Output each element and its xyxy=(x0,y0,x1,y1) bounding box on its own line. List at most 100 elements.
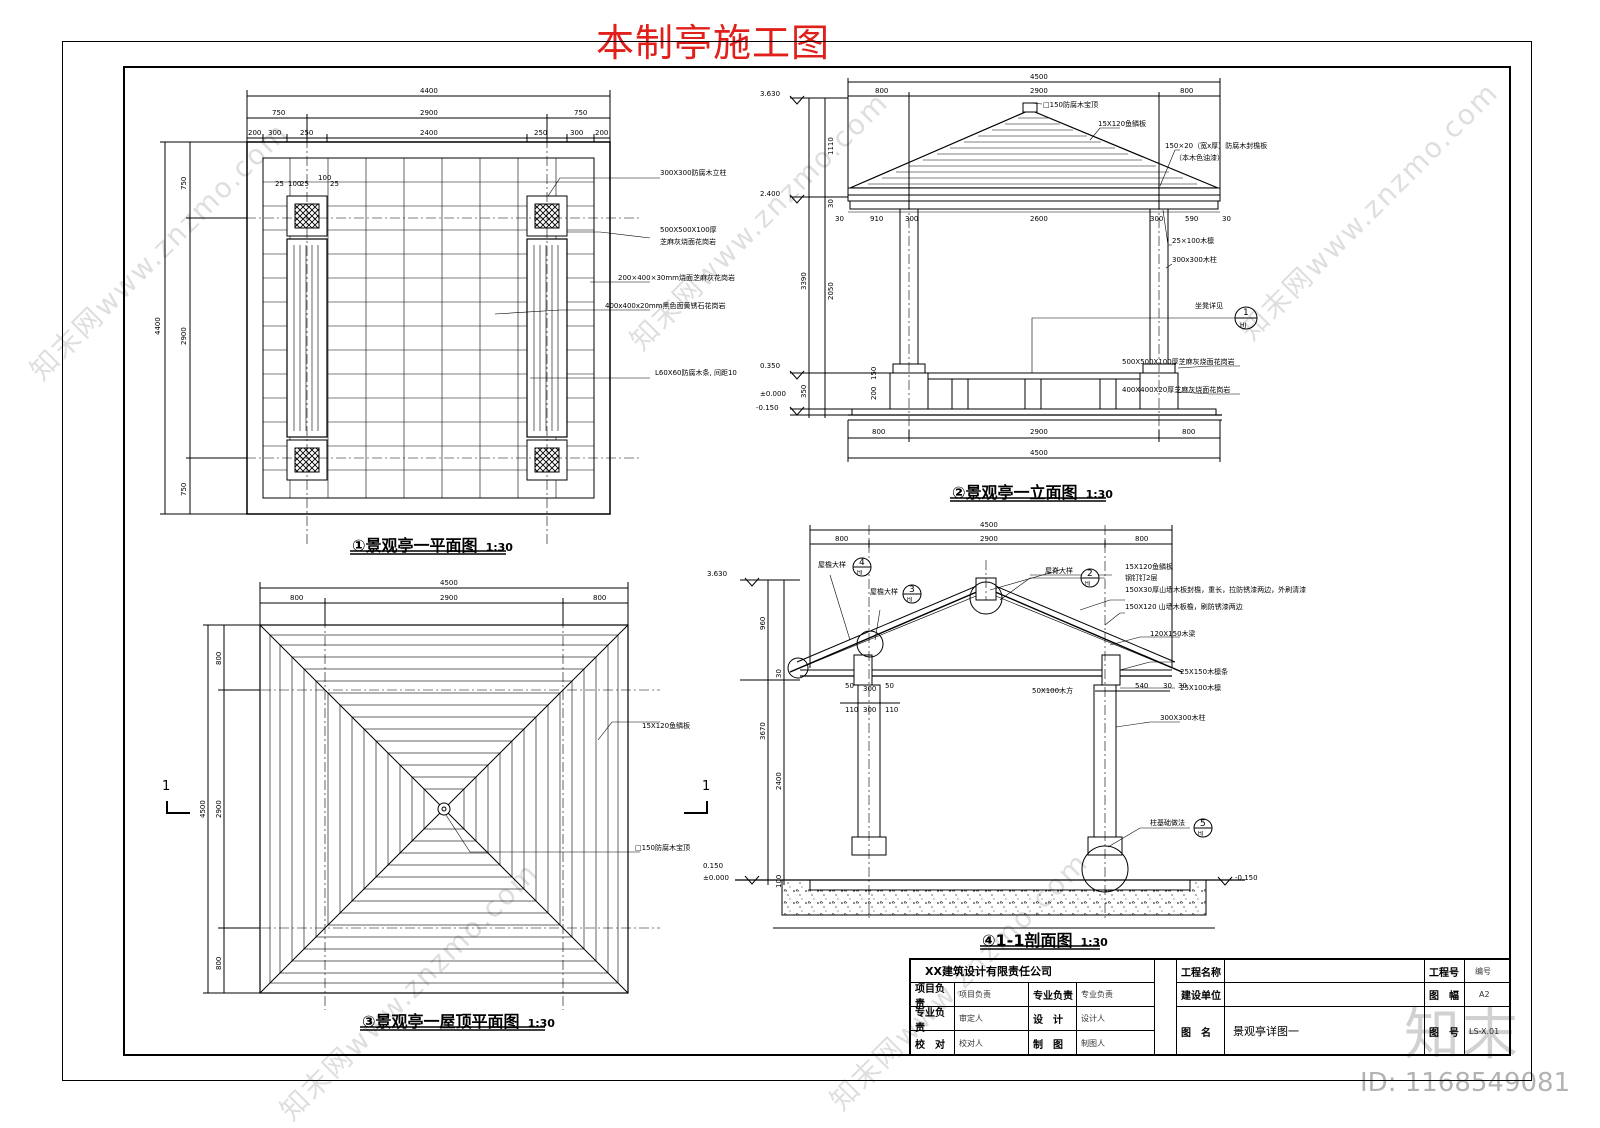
roof-plan-caption-scale: 1:30 xyxy=(527,1017,555,1030)
plan-dim-text: 4400 750 2900 750 200 300 250 2400 250 3… xyxy=(154,87,608,496)
title-block-project-label: 工程名称 xyxy=(1177,960,1225,983)
drawing-border-outer xyxy=(62,41,1532,1081)
elev-detail-sheet: HJ xyxy=(1240,322,1247,329)
tb-role2-3: 制 图 xyxy=(1029,1031,1077,1056)
plan-note-base: 500X500X100厚 xyxy=(660,226,717,234)
roof-dim-800b: 800 xyxy=(593,594,606,602)
plan-note-slats: L60X60防腐木条, 间距10 xyxy=(655,368,737,377)
tb-person2-1: 专业负责 xyxy=(1077,983,1155,1007)
watermark-logo: 知末 xyxy=(1404,1003,1520,1068)
sec-dim-800a: 800 xyxy=(835,535,848,543)
plan-dim-left-750: 750 xyxy=(180,177,188,190)
roof-section-mark-left: 1 xyxy=(162,779,170,794)
plan-note-granite: 400x400x20mm黑色面黄锈石花岗岩 xyxy=(605,301,726,310)
roof-plan-dim-text: 4500 800 2900 800 4500 800 2900 800 15X1… xyxy=(162,579,710,970)
roof-dim-left-overall: 4500 xyxy=(199,800,207,818)
plan-dim-750-left: 750 xyxy=(272,109,285,117)
sec-detail-2-sheet: HJ xyxy=(1085,581,1090,587)
tb-person-2: 审定人 xyxy=(955,1007,1029,1031)
roof-dim-left-800b: 800 xyxy=(215,957,223,970)
plan-dim-200: 200 xyxy=(248,129,261,137)
elev-level-eave: 2.400 xyxy=(760,190,780,198)
sec-dim-300: 300 xyxy=(863,685,876,693)
roof-dim-800a: 800 xyxy=(290,594,303,602)
title-block-spacer xyxy=(1155,960,1177,1056)
sec-dim-800b: 800 xyxy=(1135,535,1148,543)
elev-h-1110: 1110 xyxy=(827,137,835,155)
tb-person-3: 校对人 xyxy=(955,1031,1029,1056)
plan-dim-100b: 100 xyxy=(318,174,331,182)
roof-dim-left-800a: 800 xyxy=(215,652,223,665)
elev-level-ground: -0.150 xyxy=(756,404,779,412)
elev-note-fascia-2: （本木色油漆） xyxy=(1175,153,1224,162)
elev-note-paving: 400X400X20厚芝麻灰烧面花岗岩 xyxy=(1122,385,1230,394)
plan-note-paving: 200×400×30mm烧面芝麻灰花岗岩 xyxy=(618,273,735,282)
elev-dim-2900: 2900 xyxy=(1030,87,1048,95)
tb-client-label: 建设单位 xyxy=(1177,983,1225,1007)
elev-dim-300a: 300 xyxy=(905,215,918,223)
elev-note-finial: □150防腐木宝顶 xyxy=(1043,100,1098,109)
plan-dim-left-750b: 750 xyxy=(180,483,188,496)
sec-detail-3-label: 屋檐大样 xyxy=(870,587,898,596)
plan-dim-25b: 25 xyxy=(300,180,309,188)
elev-dim-30b: 30 xyxy=(1222,215,1231,223)
section-caption-text: ④1-1剖面图 xyxy=(982,931,1073,950)
elev-dim-300b: 300 xyxy=(1150,215,1163,223)
elev-dim-30a: 30 xyxy=(835,215,844,223)
elev-h-200: 200 xyxy=(870,387,878,400)
elev-dim-800a: 800 xyxy=(875,87,888,95)
tb-drawing-name: 景观亭详图一 xyxy=(1225,1007,1425,1056)
elev-level-top: 3.630 xyxy=(760,90,780,98)
plan-dim-250: 250 xyxy=(300,129,313,137)
sec-note-column: 300X300木柱 xyxy=(1160,713,1206,722)
sec-dim-540: 540 xyxy=(1135,682,1148,690)
elev-h-350: 350 xyxy=(800,385,808,398)
tb-sheet-label: 图 幅 xyxy=(1425,983,1465,1007)
elev-h-150: 150 xyxy=(870,367,878,380)
section-dim-text: 4500 800 2900 800 3.630 0.150 ±0.000 -0.… xyxy=(703,521,1258,888)
plan-note-base-2: 芝麻灰烧面花岗岩 xyxy=(660,237,716,246)
sec-level-top: 3.630 xyxy=(707,570,727,578)
plan-dim-200-r: 200 xyxy=(595,129,608,137)
sec-dim-300b: 300 xyxy=(863,706,876,714)
roof-plan-view xyxy=(166,582,708,1010)
plan-dim-300-r: 300 xyxy=(570,129,583,137)
plan-dim-100a: 100 xyxy=(288,180,301,188)
plan-notes: 300X300防腐木立柱 500X500X100厚 芝麻灰烧面花岗岩 200×4… xyxy=(605,168,737,377)
elev-dim-2600: 2600 xyxy=(1030,215,1048,223)
sec-note-purlin-2: 25X100木檩 xyxy=(1180,683,1221,692)
elev-note-column: 300x300木柱 xyxy=(1172,255,1217,264)
sec-h-30: 30 xyxy=(775,669,783,678)
plan-caption-text: ①景观亭一平面图 xyxy=(352,536,478,555)
section-caption-scale: 1:30 xyxy=(1080,936,1108,949)
elev-detail-num: 1 xyxy=(1243,308,1249,318)
sec-level-zero: ±0.000 xyxy=(703,874,729,882)
sec-dim-2900: 2900 xyxy=(980,535,998,543)
sec-note-shingle: 15X120鱼鳞板 xyxy=(1125,562,1173,571)
sec-level-0150: 0.150 xyxy=(703,862,723,870)
plan-dim-750-right: 750 xyxy=(574,109,587,117)
sec-dim-50b: 50 xyxy=(885,682,894,690)
elev-detail-label: 坐凳详见 xyxy=(1195,301,1223,310)
tb-role2-1: 专业负责 xyxy=(1029,983,1077,1007)
elev-dim-b-800b: 800 xyxy=(1182,428,1195,436)
sec-detail-5-num: 5 xyxy=(1200,819,1206,829)
sec-dim-overall: 4500 xyxy=(980,521,998,529)
title-block-project-value xyxy=(1225,960,1425,983)
sec-detail-2-num: 2 xyxy=(1087,569,1093,579)
elevation-notes: □150防腐木宝顶 15X120鱼鳞板 150×20（宽x厚）防腐木封檐板 （本… xyxy=(1043,100,1267,394)
title-block-projno-label: 工程号 xyxy=(1425,960,1465,983)
sec-dim-30b: 30 xyxy=(1178,682,1187,690)
tb-role-3: 校 对 xyxy=(911,1031,955,1056)
plan-dim-left-overall: 4400 xyxy=(154,317,162,335)
elev-level-zero: ±0.000 xyxy=(760,390,786,398)
sec-dim-110a: 110 xyxy=(845,706,858,714)
tb-client-value xyxy=(1225,983,1425,1007)
sec-note-beam: 120X150木梁 xyxy=(1150,629,1196,638)
tb-drawing-name-label: 图 名 xyxy=(1177,1007,1225,1056)
plan-dim-250-r: 250 xyxy=(534,129,547,137)
sec-note-nails: 钢钉钉2层 xyxy=(1125,573,1157,582)
section-view xyxy=(735,525,1245,929)
